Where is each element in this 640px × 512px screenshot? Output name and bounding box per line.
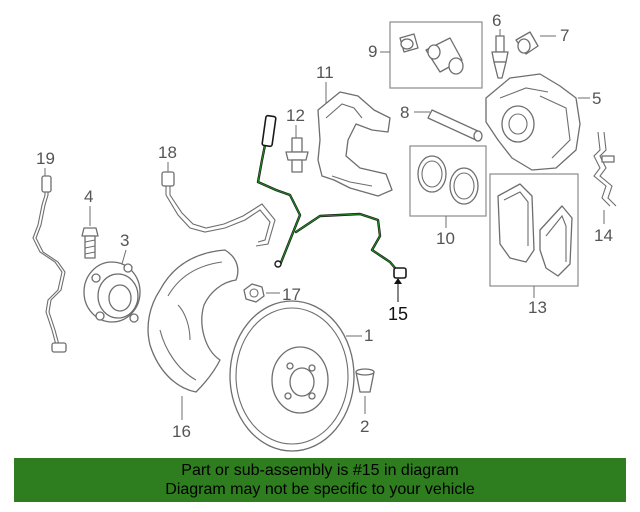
callout-4[interactable]: 4 [84,187,93,206]
part-9-guide-bushing-kit[interactable] [399,33,464,75]
part-10-frame [409,145,487,217]
callout-5[interactable]: 5 [592,89,601,108]
callout-6[interactable]: 6 [492,11,501,30]
part-17-bolt[interactable] [243,283,265,303]
callout-14[interactable]: 14 [594,226,613,245]
callout-9[interactable]: 9 [368,42,377,61]
callout-18[interactable]: 18 [158,143,177,162]
part-15-wear-sensor[interactable] [256,114,407,279]
callout-17[interactable]: 17 [282,285,301,304]
part-3-wheel-hub[interactable] [83,261,141,323]
part-12-bolt[interactable] [285,137,309,173]
part-11-caliper-bracket[interactable] [317,91,393,197]
callout-16[interactable]: 16 [172,422,191,441]
callout-1[interactable]: 1 [364,326,373,345]
banner-line-1: Part or sub-assembly is #15 in diagram [181,462,459,479]
part-8-guide-pin[interactable] [427,109,483,142]
info-banner: Part or sub-assembly is #15 in diagram D… [14,458,626,502]
callout-13[interactable]: 13 [528,298,547,317]
callout-8[interactable]: 8 [400,103,409,122]
callout-11[interactable]: 11 [316,63,334,82]
part-16-brake-shield[interactable] [147,249,239,393]
callout-10[interactable]: 10 [436,229,455,248]
part-2-cap[interactable] [355,368,375,393]
callout-2[interactable]: 2 [360,417,369,436]
part-1-brake-rotor[interactable] [229,300,355,452]
callout-12[interactable]: 12 [286,106,305,125]
part-9-frame [389,21,483,89]
callout-7[interactable]: 7 [560,26,569,45]
part-19-sensor-cable[interactable] [32,175,67,353]
part-6-bleeder-screw[interactable] [491,35,509,79]
part-7-dust-cap[interactable] [515,31,539,55]
callout-15[interactable]: 15 [388,304,408,324]
part-4-wheel-bolt[interactable] [81,227,99,259]
banner-line-2: Diagram may not be specific to your vehi… [165,481,475,498]
part-10-piston-seal-kit[interactable] [417,155,479,205]
exploded-parts-diagram: 19 4 3 18 16 17 [32,11,617,452]
part-18-brake-hose[interactable] [161,171,276,247]
part-14-anti-rattle-spring[interactable] [593,131,617,207]
part-5-brake-caliper[interactable] [485,73,581,171]
callout-3[interactable]: 3 [120,231,129,250]
part-13-brake-pads[interactable] [497,183,573,277]
callout-19[interactable]: 19 [36,149,55,168]
